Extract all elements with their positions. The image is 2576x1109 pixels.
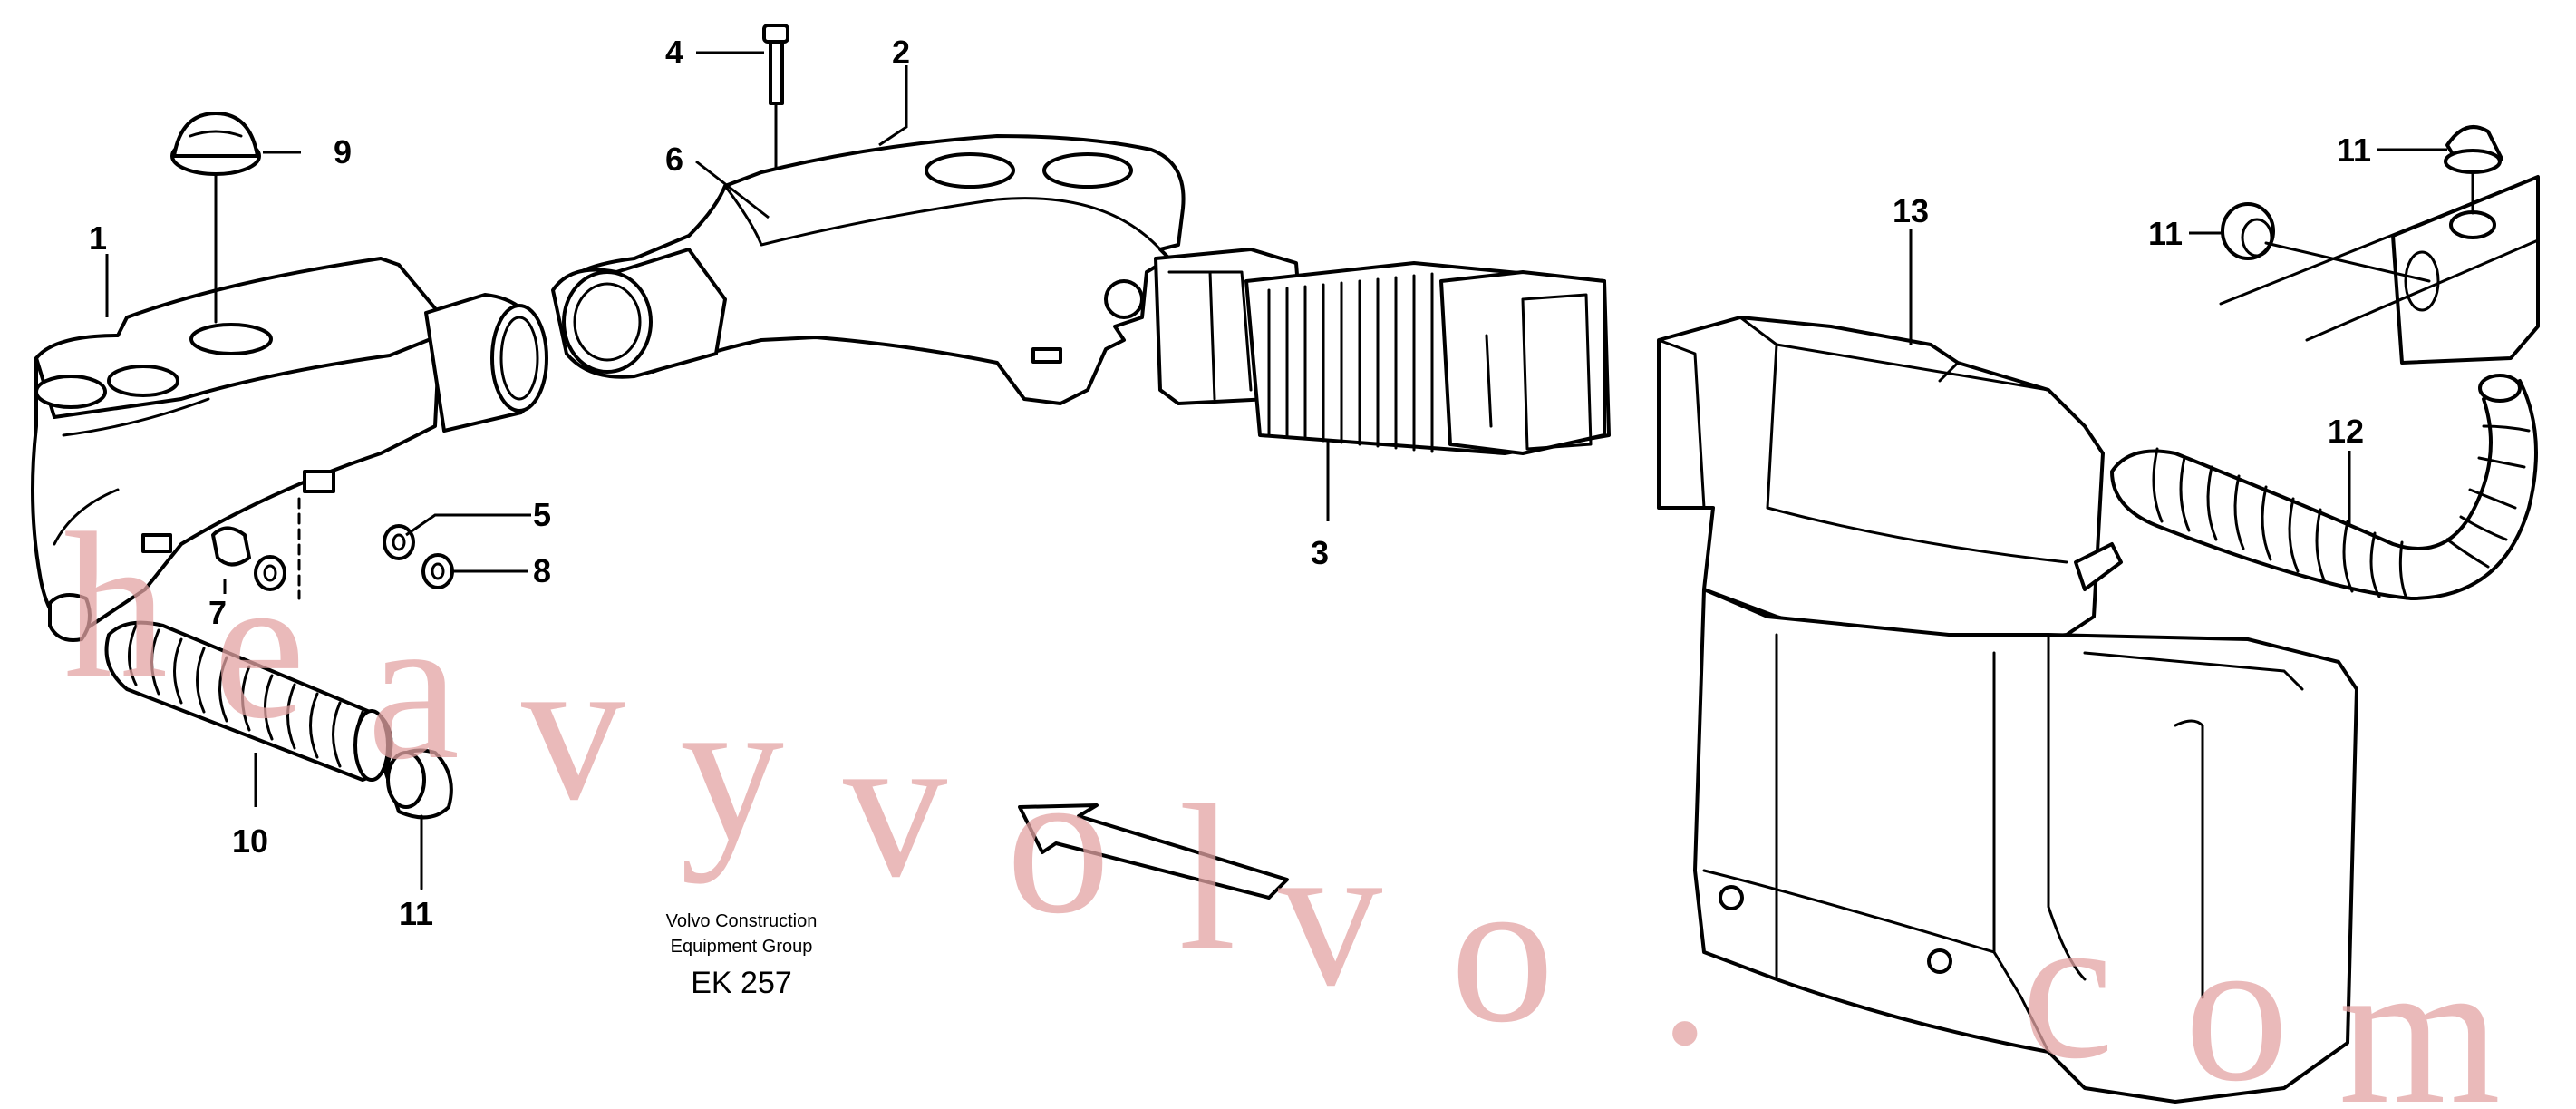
airflow-arrow xyxy=(1018,803,1289,900)
callout-labels: 1 2 4 6 9 5 8 7 10 11 3 13 11 11 12 xyxy=(89,34,2371,932)
callout-5: 5 xyxy=(533,496,551,533)
drawing-caption: Volvo Construction Equipment Group EK 25… xyxy=(666,911,818,1000)
caption-code: EK 257 xyxy=(691,966,792,1000)
wm-char: v xyxy=(843,689,947,920)
part-12-corrugated-hose xyxy=(2110,374,2538,600)
wm-char: v xyxy=(1278,798,1382,1029)
part-1-left-duct xyxy=(31,257,548,642)
callout-10: 10 xyxy=(232,822,268,860)
part-11-end-cap-left xyxy=(383,748,453,890)
leader-lines xyxy=(105,51,2447,807)
part-7-nut xyxy=(211,526,251,567)
wm-char: o xyxy=(1450,834,1554,1065)
part-3-bellows xyxy=(1244,261,1611,455)
callout-8: 8 xyxy=(533,552,551,589)
wm-char: c xyxy=(2021,871,2114,1102)
callout-11-mid-right: 11 xyxy=(2148,215,2183,252)
callout-9: 9 xyxy=(334,133,352,170)
wm-char: m xyxy=(2339,916,2501,1109)
part-11-cap-top-right xyxy=(2444,125,2503,215)
callout-7: 7 xyxy=(208,594,227,631)
part-5-washer xyxy=(383,524,415,560)
clip-slot-right xyxy=(303,470,335,493)
wm-char: v xyxy=(521,612,625,843)
clip-slot-left xyxy=(141,533,172,553)
callout-11-top-right: 11 xyxy=(2337,131,2371,169)
callout-1: 1 xyxy=(89,219,107,257)
part-13-heater-box xyxy=(1657,316,2358,1104)
callout-3: 3 xyxy=(1311,534,1329,571)
wm-char: h xyxy=(63,490,168,721)
wm-char: e xyxy=(213,530,305,762)
callout-6: 6 xyxy=(665,141,683,178)
part-8-nut xyxy=(421,553,454,589)
wm-char: . xyxy=(1659,857,1711,1088)
callout-11-left: 11 xyxy=(399,895,433,932)
wm-char: o xyxy=(2184,893,2289,1109)
caption-line-1: Volvo Construction xyxy=(666,911,818,931)
part-9-grommet xyxy=(170,112,261,324)
part-10-flex-hose xyxy=(104,620,393,782)
wm-char: l xyxy=(1178,762,1236,993)
watermark: h e a v y v o l v o . c o m xyxy=(63,490,2501,1109)
callout-2: 2 xyxy=(892,34,910,71)
callout-13: 13 xyxy=(1893,192,1929,229)
callout-4: 4 xyxy=(665,34,683,71)
mounting-bracket xyxy=(2219,175,2540,365)
wm-char: y xyxy=(680,653,784,884)
callout-12: 12 xyxy=(2328,413,2364,450)
wm-char: o xyxy=(1006,725,1110,957)
caption-line-2: Equipment Group xyxy=(671,937,813,957)
wm-char: a xyxy=(367,571,460,803)
part-7b-washer xyxy=(254,555,286,591)
part-11-ring-right xyxy=(2221,202,2431,283)
part-2-upper-duct xyxy=(551,134,1307,405)
